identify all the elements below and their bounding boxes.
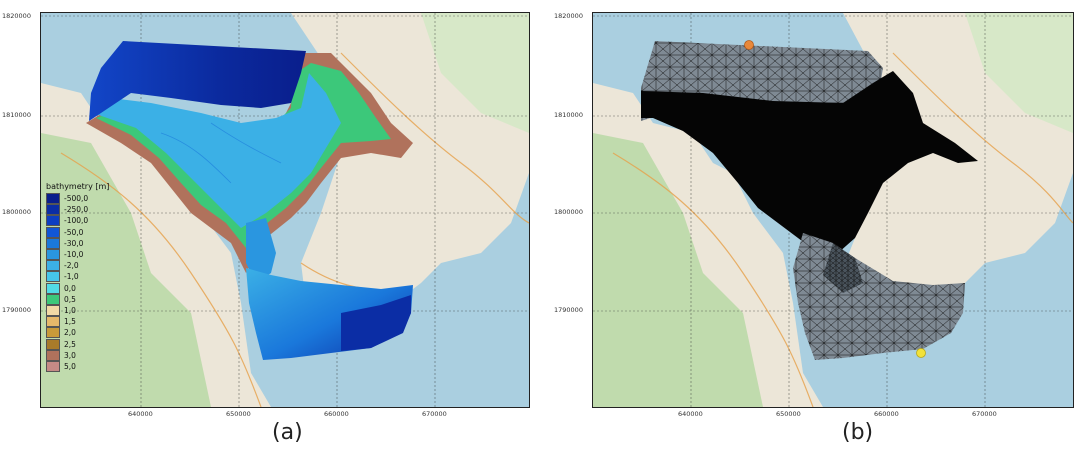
legend-item: 5,0 xyxy=(46,360,102,372)
x-tick: 670000 xyxy=(972,410,997,418)
south-deep xyxy=(341,295,411,351)
legend-swatch xyxy=(46,215,60,227)
legend-swatch xyxy=(46,204,60,216)
bathymetry-map-canvas xyxy=(41,13,529,407)
y-tick: 1800000 xyxy=(554,208,583,216)
x-tick: 640000 xyxy=(678,410,703,418)
legend-label: -250,0 xyxy=(64,205,89,215)
legend-swatch xyxy=(46,271,60,283)
legend-swatch xyxy=(46,193,60,205)
legend-item: -500,0 xyxy=(46,193,102,205)
legend-item: -50,0 xyxy=(46,226,102,238)
legend-label: 0,0 xyxy=(64,283,76,293)
boundary-marker-yellow xyxy=(916,348,926,358)
legend-swatch xyxy=(46,360,60,372)
legend-swatch xyxy=(46,293,60,305)
legend-swatch xyxy=(46,237,60,249)
legend-item: 3,0 xyxy=(46,349,102,361)
legend-item: 2,5 xyxy=(46,338,102,350)
legend-swatch xyxy=(46,327,60,339)
legend-swatch xyxy=(46,226,60,238)
legend-label: 5,0 xyxy=(64,361,76,371)
mesh-map-canvas xyxy=(593,13,1073,407)
legend-item: 1,5 xyxy=(46,316,102,328)
channel xyxy=(246,218,276,283)
legend-item: 0,0 xyxy=(46,282,102,294)
mesh-dense-region xyxy=(641,71,978,273)
legend-swatch xyxy=(46,338,60,350)
legend-label: -1,0 xyxy=(64,272,79,282)
legend-label: 0,5 xyxy=(64,294,76,304)
legend-item: -100,0 xyxy=(46,215,102,227)
legend-label: 2,5 xyxy=(64,339,76,349)
legend-item: -1,0 xyxy=(46,271,102,283)
x-tick: 660000 xyxy=(324,410,349,418)
legend-item: -30,0 xyxy=(46,237,102,249)
legend-item: -250,0 xyxy=(46,204,102,216)
legend-swatch xyxy=(46,316,60,328)
x-tick: 650000 xyxy=(776,410,801,418)
legend-swatch xyxy=(46,282,60,294)
legend-label: -50,0 xyxy=(64,227,84,237)
panel-label-a: (a) xyxy=(272,420,303,445)
x-tick: 640000 xyxy=(128,410,153,418)
panel-b: 1820000 1810000 1800000 1790000 640000 6… xyxy=(552,0,1080,454)
legend-item: -2,0 xyxy=(46,260,102,272)
deep-zone-north xyxy=(89,41,306,121)
legend-swatch xyxy=(46,349,60,361)
y-tick: 1790000 xyxy=(554,306,583,314)
legend-item: 0,5 xyxy=(46,293,102,305)
legend-item: 2,0 xyxy=(46,327,102,339)
x-tick: 650000 xyxy=(226,410,251,418)
legend-item: 1,0 xyxy=(46,304,102,316)
legend-label: -2,0 xyxy=(64,261,79,271)
legend-swatch xyxy=(46,260,60,272)
legend-label: -10,0 xyxy=(64,250,84,260)
mesh-channel xyxy=(823,243,863,293)
legend-title: bathymetry [m] xyxy=(46,182,110,191)
x-tick: 660000 xyxy=(874,410,899,418)
bathymetry-legend: bathymetry [m] -500,0-250,0-100,0-50,0-3… xyxy=(46,182,110,372)
legend-label: 1,5 xyxy=(64,317,76,327)
y-tick: 1790000 xyxy=(2,306,31,314)
y-tick: 1810000 xyxy=(554,111,583,119)
y-tick: 1820000 xyxy=(2,12,31,20)
legend-items: -500,0-250,0-100,0-50,0-30,0 -10,0-2,0-1,… xyxy=(46,193,102,372)
legend-label: 3,0 xyxy=(64,350,76,360)
panel-label-b: (b) xyxy=(842,420,874,445)
legend-item: -10,0 xyxy=(46,249,102,261)
bathymetry-map xyxy=(40,12,530,408)
forest-west xyxy=(593,133,763,407)
x-tick: 670000 xyxy=(422,410,447,418)
boundary-marker-orange xyxy=(744,40,754,50)
y-tick: 1810000 xyxy=(2,111,31,119)
legend-swatch xyxy=(46,304,60,316)
y-tick: 1800000 xyxy=(2,208,31,216)
legend-label: -30,0 xyxy=(64,238,84,248)
legend-label: 1,0 xyxy=(64,305,76,315)
land-east-green xyxy=(965,13,1073,133)
legend-swatch xyxy=(46,249,60,261)
y-tick: 1820000 xyxy=(554,12,583,20)
legend-label: 2,0 xyxy=(64,328,76,338)
mesh-map xyxy=(592,12,1074,408)
legend-label: -100,0 xyxy=(64,216,89,226)
land-east-green xyxy=(421,13,529,133)
forest-west xyxy=(41,133,211,407)
panel-a: 1820000 1810000 1800000 1790000 640000 6… xyxy=(2,12,530,445)
legend-label: -500,0 xyxy=(64,194,89,204)
mid-depth-zone xyxy=(93,73,341,228)
